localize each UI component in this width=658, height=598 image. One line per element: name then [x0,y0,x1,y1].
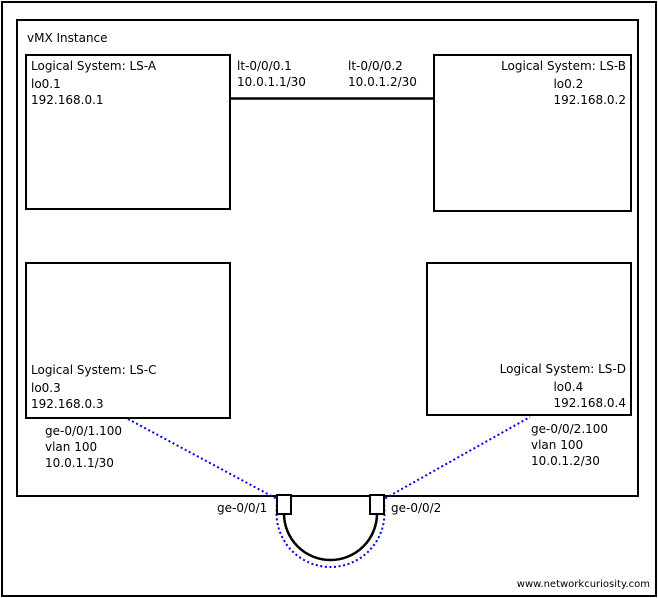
ge-d-vlan: vlan 100 [531,438,584,452]
logical-system-ls-c-box: Logical System: LS-C lo0.3 192.168.0.3 [25,262,231,419]
logical-system-ls-d-box: Logical System: LS-D lo0.4 192.168.0.4 [426,262,632,416]
logical-system-ls-a-box: Logical System: LS-A lo0.1 192.168.0.1 [25,54,231,210]
ls-d-loopback-ip: 192.168.0.4 [553,396,626,410]
ls-b-name: Logical System: LS-B [501,59,626,73]
ls-b-loopback-interface: lo0.2 [553,77,584,91]
lt-link-b-label: lt-0/0/0.2 10.0.1.2/30 [348,58,417,90]
ls-c-loopback-ip: 192.168.0.3 [31,397,104,411]
ls-c-loopback-interface: lo0.3 [31,381,61,395]
logical-system-ls-b-box: Logical System: LS-B lo0.2 192.168.0.2 [433,54,632,212]
ls-a-name: Logical System: LS-A [31,59,157,73]
ge-c-interface: ge-0/0/1.100 [45,424,123,438]
vmx-instance-title: vMX Instance [27,31,108,45]
port-ge-0-0-2 [369,494,385,515]
watermark: www.networkcuriosity.com [516,579,650,590]
ge-link-d-label: ge-0/0/2.100 vlan 100 10.0.1.2/30 [531,421,608,469]
vlan-dotted-path [127,416,531,568]
ge-c-ip: 10.0.1.1/30 [45,456,114,470]
ls-a-loopback-interface: lo0.1 [31,77,61,91]
port-ge-0-0-1 [276,494,292,515]
ls-a-loopback-ip: 192.168.0.1 [31,93,104,107]
ls-b-loopback-ip: 192.168.0.2 [553,93,626,107]
ge-d-ip: 10.0.1.2/30 [531,454,600,468]
lt-b-interface: lt-0/0/0.2 [348,59,403,73]
loopback-cable-arc [282,513,379,562]
ls-d-loopback-interface: lo0.4 [553,380,584,394]
lt-a-interface: lt-0/0/0.1 [237,59,292,73]
port-label-ge-0-0-1: ge-0/0/1 [217,501,268,515]
port-label-ge-0-0-2: ge-0/0/2 [391,501,442,515]
ge-d-interface: ge-0/0/2.100 [531,422,609,436]
lt-a-ip: 10.0.1.1/30 [237,75,306,89]
lt-b-ip: 10.0.1.2/30 [348,75,417,89]
ls-d-name: Logical System: LS-D [499,362,626,376]
lt-link-a-label: lt-0/0/0.1 10.0.1.1/30 [237,58,306,90]
ls-c-name: Logical System: LS-C [31,363,157,377]
ge-link-c-label: ge-0/0/1.100 vlan 100 10.0.1.1/30 [45,423,122,471]
ge-c-vlan: vlan 100 [45,440,98,454]
